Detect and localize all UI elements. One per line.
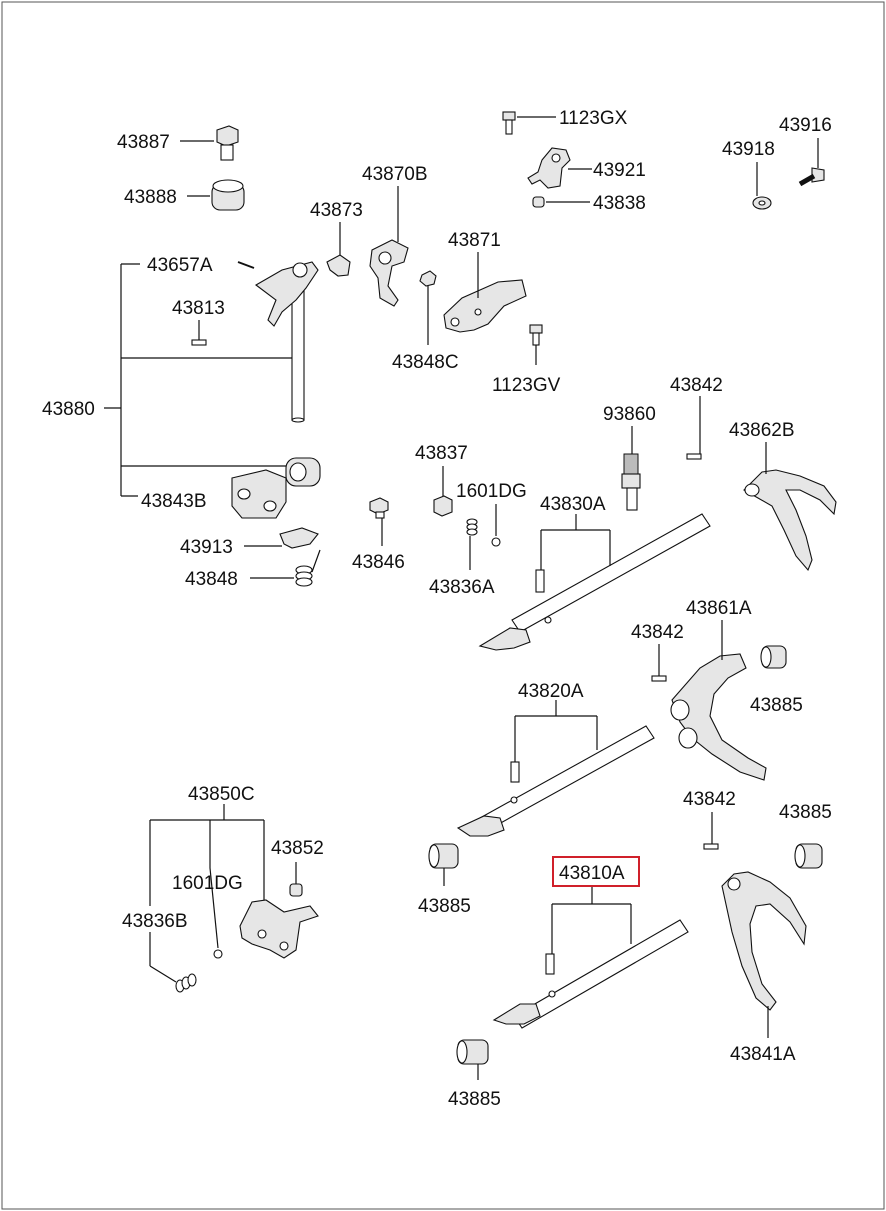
part-43918-washer[interactable] bbox=[752, 196, 772, 210]
label-93860[interactable]: 93860 bbox=[603, 404, 656, 425]
part-43885-bushing-d[interactable] bbox=[456, 1039, 489, 1065]
part-43850C-bracket[interactable] bbox=[239, 899, 319, 959]
part-43862B-fork[interactable] bbox=[743, 469, 837, 572]
label-1123GV[interactable]: 1123GV bbox=[492, 375, 561, 396]
label-43838[interactable]: 43838 bbox=[593, 193, 646, 214]
label-43841A[interactable]: 43841A bbox=[730, 1044, 796, 1065]
part-43913-clip[interactable] bbox=[279, 527, 319, 549]
part-43870B-lever[interactable] bbox=[369, 239, 409, 307]
label-1601DG-a[interactable]: 1601DG bbox=[456, 481, 527, 502]
part-43836B-spring[interactable] bbox=[175, 973, 197, 993]
label-43885-d[interactable]: 43885 bbox=[448, 1089, 501, 1110]
label-43846[interactable]: 43846 bbox=[352, 552, 405, 573]
label-43813[interactable]: 43813 bbox=[172, 298, 225, 319]
label-43873[interactable]: 43873 bbox=[310, 200, 363, 221]
label-43885-c[interactable]: 43885 bbox=[418, 896, 471, 917]
label-43836B[interactable]: 43836B bbox=[122, 911, 188, 932]
leader-43836B-tip bbox=[149, 965, 177, 983]
part-43880-shaft-assembly[interactable] bbox=[255, 261, 319, 423]
part-43843B-bracket[interactable] bbox=[231, 457, 321, 519]
part-43871-bracket[interactable] bbox=[443, 279, 527, 333]
label-43657A[interactable]: 43657A bbox=[147, 255, 213, 276]
part-43838-bushing[interactable] bbox=[532, 196, 545, 208]
part-1601DG-ball-b[interactable] bbox=[213, 949, 223, 959]
label-43837[interactable]: 43837 bbox=[415, 443, 468, 464]
part-43842-pin-a[interactable] bbox=[686, 453, 702, 460]
part-43813-pin[interactable] bbox=[191, 339, 207, 346]
part-43842-pin-b[interactable] bbox=[651, 675, 667, 682]
label-43880[interactable]: 43880 bbox=[42, 399, 95, 420]
part-43810A-rail[interactable] bbox=[492, 919, 689, 1029]
part-43885-bushing-c[interactable] bbox=[428, 843, 459, 869]
label-43810A[interactable]: 43810A bbox=[559, 863, 625, 884]
part-1601DG-ball-a[interactable] bbox=[491, 537, 501, 547]
label-43916[interactable]: 43916 bbox=[779, 115, 832, 136]
part-43848-spring[interactable] bbox=[295, 549, 321, 587]
part-43846-bolt[interactable] bbox=[369, 497, 389, 519]
part-43837-plug[interactable] bbox=[433, 495, 453, 517]
leader-1601DG-b bbox=[209, 867, 219, 949]
part-43873-bracket[interactable] bbox=[326, 254, 351, 277]
label-43848[interactable]: 43848 bbox=[185, 569, 238, 590]
part-1123GV-screw[interactable] bbox=[529, 324, 543, 346]
label-43888[interactable]: 43888 bbox=[124, 187, 177, 208]
label-43913[interactable]: 43913 bbox=[180, 537, 233, 558]
label-43842-b[interactable]: 43842 bbox=[631, 622, 684, 643]
label-43918[interactable]: 43918 bbox=[722, 139, 775, 160]
part-43921-lever[interactable] bbox=[527, 147, 571, 189]
label-43843B[interactable]: 43843B bbox=[141, 491, 207, 512]
label-1601DG-b[interactable]: 1601DG bbox=[172, 873, 243, 894]
part-43887-bolt[interactable] bbox=[216, 125, 239, 161]
part-93860-switch[interactable] bbox=[621, 453, 641, 511]
part-43916-bolt[interactable] bbox=[798, 167, 825, 187]
part-43861A-fork[interactable] bbox=[670, 653, 767, 781]
label-43830A[interactable]: 43830A bbox=[540, 494, 606, 515]
label-43862B[interactable]: 43862B bbox=[729, 420, 795, 441]
part-1123GX-screw[interactable] bbox=[502, 111, 516, 135]
part-43852-bushing[interactable] bbox=[289, 883, 303, 897]
part-43842-pin-c[interactable] bbox=[703, 843, 719, 850]
part-43885-bushing-a[interactable] bbox=[760, 645, 787, 669]
label-1123GX[interactable]: 1123GX bbox=[559, 108, 628, 129]
label-43836A[interactable]: 43836A bbox=[429, 577, 495, 598]
label-43921[interactable]: 43921 bbox=[593, 160, 646, 181]
part-43820A-rail[interactable] bbox=[456, 725, 655, 837]
label-43870B[interactable]: 43870B bbox=[362, 164, 428, 185]
label-43887[interactable]: 43887 bbox=[117, 132, 170, 153]
label-43885-b[interactable]: 43885 bbox=[779, 802, 832, 823]
part-43657A-pin[interactable] bbox=[237, 261, 255, 269]
highlight-box-43810A bbox=[552, 856, 640, 887]
part-43836A-spring[interactable] bbox=[466, 518, 478, 536]
label-43848C[interactable]: 43848C bbox=[392, 352, 459, 373]
part-43830A-rail[interactable] bbox=[478, 513, 711, 651]
label-43861A[interactable]: 43861A bbox=[686, 598, 752, 619]
label-43885-a[interactable]: 43885 bbox=[750, 695, 803, 716]
part-43888-bushing[interactable] bbox=[211, 179, 245, 211]
label-43842-a[interactable]: 43842 bbox=[670, 375, 723, 396]
label-43871[interactable]: 43871 bbox=[448, 230, 501, 251]
part-43848C-nut[interactable] bbox=[419, 270, 437, 287]
label-43852[interactable]: 43852 bbox=[271, 838, 324, 859]
part-43885-bushing-b[interactable] bbox=[794, 843, 823, 869]
label-43850C[interactable]: 43850C bbox=[188, 784, 255, 805]
part-43841A-fork[interactable] bbox=[721, 871, 807, 1011]
label-43820A[interactable]: 43820A bbox=[518, 681, 584, 702]
label-43842-c[interactable]: 43842 bbox=[683, 789, 736, 810]
